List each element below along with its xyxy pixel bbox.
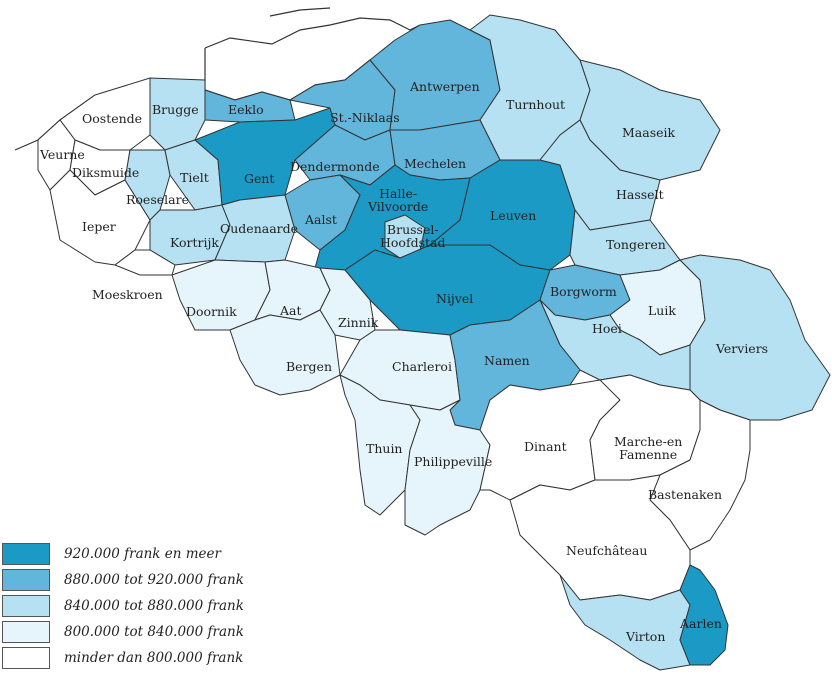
region-maaseik <box>579 59 721 181</box>
label-antwerpen: Antwerpen <box>410 79 480 94</box>
legend-item: 880.000 tot 920.000 frank <box>0 569 300 591</box>
label-philippeville: Philippeville <box>414 454 493 469</box>
region-ieper <box>49 169 151 266</box>
region-bergen <box>229 309 341 396</box>
label-moeskroen: Moeskroen <box>92 287 163 302</box>
label-bastenaken: Bastenaken <box>648 487 722 502</box>
region-hoei <box>539 299 691 391</box>
label-kortrijk: Kortrijk <box>170 235 219 250</box>
label-brussel: Brussel-Hoofdstad <box>380 222 446 250</box>
legend-item: minder dan 800.000 frank <box>0 647 300 669</box>
label-oostende: Oostende <box>82 111 143 126</box>
label-dendermonde: Dendermonde <box>290 159 380 174</box>
label-virton: Virton <box>626 629 666 644</box>
legend-swatch <box>2 621 50 643</box>
label-maaseik: Maaseik <box>622 125 676 140</box>
legend-label: minder dan 800.000 frank <box>64 650 244 666</box>
label-eeklo: Eeklo <box>228 102 264 117</box>
label-roeselare: Roeselare <box>126 192 189 207</box>
legend-label: 800.000 tot 840.000 frank <box>64 624 244 640</box>
label-turnhout: Turnhout <box>506 97 566 112</box>
legend-label: 840.000 tot 880.000 frank <box>64 598 244 614</box>
label-bergen: Bergen <box>286 359 333 374</box>
label-aat: Aat <box>280 303 302 318</box>
label-tongeren: Tongeren <box>606 237 666 252</box>
label-verviers: Verviers <box>716 341 769 356</box>
label-brugge: Brugge <box>152 102 199 117</box>
region-neufchateau <box>509 474 691 601</box>
legend-swatch <box>2 569 50 591</box>
legend-item: 800.000 tot 840.000 frank <box>0 621 300 643</box>
region-philippeville <box>404 399 491 536</box>
label-luik: Luik <box>648 303 676 318</box>
legend-swatch <box>2 543 50 565</box>
label-charleroi: Charleroi <box>392 359 452 374</box>
legend-item: 920.000 frank en meer <box>0 543 300 565</box>
label-nijvel: Nijvel <box>436 291 474 306</box>
label-veurne: Veurne <box>40 147 85 162</box>
legend-label: 920.000 frank en meer <box>64 546 221 562</box>
legend-swatch <box>2 595 50 617</box>
label-st-niklaas: St.-Niklaas <box>330 110 400 125</box>
label-thuin: Thuin <box>366 441 403 456</box>
arrondissements <box>37 14 831 671</box>
label-mechelen: Mechelen <box>404 156 467 171</box>
legend-label: 880.000 tot 920.000 frank <box>64 572 244 588</box>
label-hoei: Hoei <box>592 321 622 336</box>
label-borgworm: Borgworm <box>550 284 617 299</box>
region-eeklo <box>204 89 296 123</box>
label-dinant: Dinant <box>524 439 567 454</box>
region-verviers <box>679 254 831 421</box>
legend-item: 840.000 tot 880.000 frank <box>0 595 300 617</box>
label-leuven: Leuven <box>490 208 537 223</box>
label-aarlen: Aarlen <box>680 616 722 631</box>
label-zinnik: Zinnik <box>338 315 379 330</box>
label-namen: Namen <box>484 353 530 368</box>
label-diksmuide: Diksmuide <box>72 165 140 180</box>
label-oudenaarde: Oudenaarde <box>220 221 299 236</box>
label-tielt: Tielt <box>180 170 209 185</box>
legend-swatch <box>2 647 50 669</box>
label-doornik: Doornik <box>186 304 237 319</box>
region-moeskroen <box>114 249 176 276</box>
label-hasselt: Hasselt <box>616 187 664 202</box>
region-aarlen <box>679 564 729 666</box>
label-halle-vilvoorde: Halle-Vilvoorde <box>368 186 429 214</box>
label-ieper: Ieper <box>82 219 116 234</box>
label-neufchateau: Neufchâteau <box>566 543 648 558</box>
label-gent: Gent <box>244 171 275 186</box>
label-aalst: Aalst <box>305 212 337 227</box>
region-bastenaken <box>649 399 751 551</box>
